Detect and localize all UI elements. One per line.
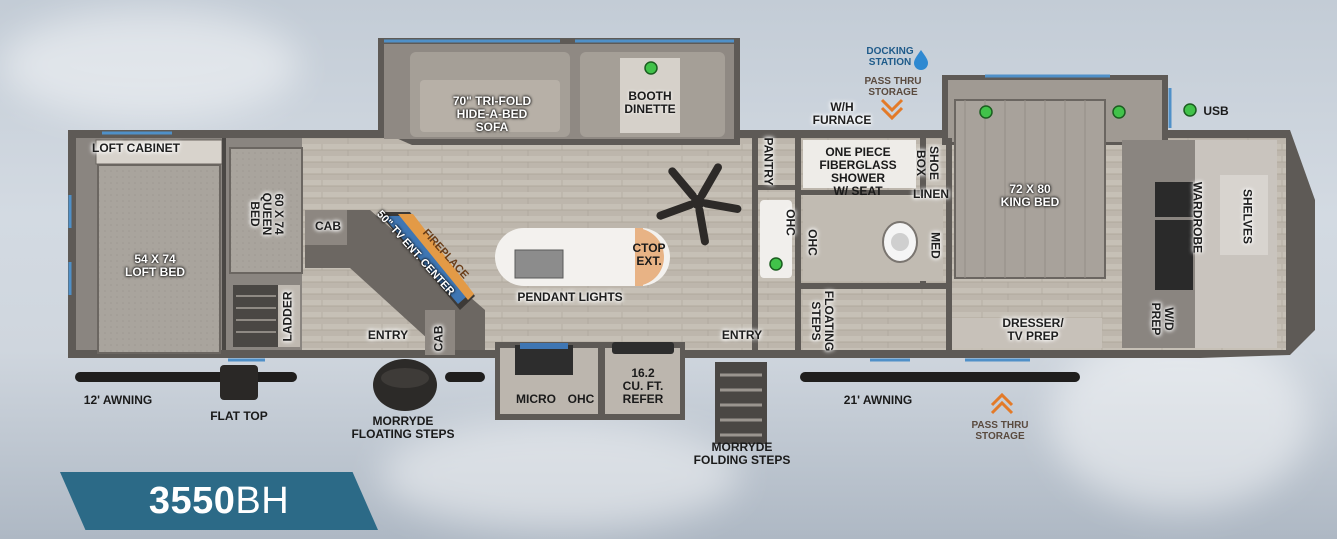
label-wd-prep: W/D PREP xyxy=(1149,302,1176,336)
label-king-bed: 72 X 80 KING BED xyxy=(1000,182,1060,209)
label-med: MED xyxy=(928,232,943,259)
toilet-bowl xyxy=(891,233,909,251)
ceiling-fan-icon xyxy=(656,163,742,246)
label-morryde-folding: MORRYDE FOLDING STEPS xyxy=(693,440,791,467)
model-suffix: BH xyxy=(235,479,290,522)
label-ctop-ext: CTOP EXT. xyxy=(632,241,666,268)
label-flat-top: FLAT TOP xyxy=(210,409,268,423)
label-pass-thru-bottom: PASS THRU STORAGE xyxy=(971,420,1029,442)
label-shelves: SHELVES xyxy=(1240,188,1255,245)
front-loft xyxy=(76,138,303,354)
label-refer: 16.2 CU. FT. REFER xyxy=(622,366,664,406)
label-usb: USB xyxy=(1203,104,1229,118)
label-entry-main: ENTRY xyxy=(721,328,763,342)
label-ladder: LADDER xyxy=(280,291,295,342)
label-sofa: 70" TRI-FOLD HIDE-A-BED SOFA xyxy=(452,94,532,134)
label-cab-lower: CAB xyxy=(431,325,446,352)
label-pass-thru-top: PASS THRU STORAGE xyxy=(864,76,922,98)
kitchen-island xyxy=(495,228,670,286)
cloud-decoration xyxy=(380,420,740,530)
label-awning-21: 21' AWNING xyxy=(843,393,913,407)
label-loft-cabinet: LOFT CABINET xyxy=(92,141,180,155)
label-awning-12: 12' AWNING xyxy=(83,393,153,407)
pass-thru-arrow-icon xyxy=(880,98,1014,415)
label-cab-upper: CAB xyxy=(315,219,341,233)
hall-vanity xyxy=(760,200,792,278)
label-wardrobe: WARDROBE xyxy=(1190,181,1205,254)
usb-port-icon xyxy=(644,61,1197,271)
tv-fireplace-unit xyxy=(305,210,485,355)
cloud-decoration xyxy=(1050,330,1310,510)
label-booth-dinette: BOOTH DINETTE xyxy=(624,89,676,116)
window-indicators xyxy=(68,74,1172,362)
cloud-decoration xyxy=(0,10,300,120)
label-shower: ONE PIECE FIBERGLASS SHOWER W/ SEAT xyxy=(819,145,897,198)
label-ohc-kitchen: OHC xyxy=(567,392,595,406)
label-wh-furnace: W/H FURNACE xyxy=(812,100,872,127)
bath-floor xyxy=(803,196,943,281)
morryde-floating-steps-drawing xyxy=(373,359,437,411)
label-shoe-box: SHOE BOX xyxy=(914,145,941,180)
flat-top-step xyxy=(220,365,258,400)
label-loft-bed: 54 X 74 LOFT BED xyxy=(125,252,185,279)
label-floating-steps: FLOATING STEPS xyxy=(809,290,836,352)
label-ohc-bath: OHC xyxy=(805,229,820,256)
label-linen: LINEN xyxy=(913,187,949,201)
label-queen-bed: 60 X 74 QUEEN BED xyxy=(248,192,286,236)
label-docking-station: DOCKING STATION xyxy=(866,46,914,68)
model-number: 3550 xyxy=(148,479,236,522)
label-pantry: PANTRY xyxy=(761,137,776,186)
shower-pan xyxy=(803,140,916,188)
label-ohc-hall: OHC xyxy=(783,209,798,236)
label-morryde-floating: MORRYDE FLOATING STEPS xyxy=(351,414,455,441)
docking-water-drop-icon xyxy=(914,50,928,70)
label-pendant-lights: PENDANT LIGHTS xyxy=(517,290,623,304)
label-entry-front: ENTRY xyxy=(367,328,409,342)
morryde-folding-steps-drawing xyxy=(715,362,767,444)
label-dresser: DRESSER/ TV PREP xyxy=(1002,316,1064,343)
master-bedroom xyxy=(952,99,1277,348)
label-micro: MICRO xyxy=(516,392,556,406)
kitchen-appliances xyxy=(495,342,685,420)
